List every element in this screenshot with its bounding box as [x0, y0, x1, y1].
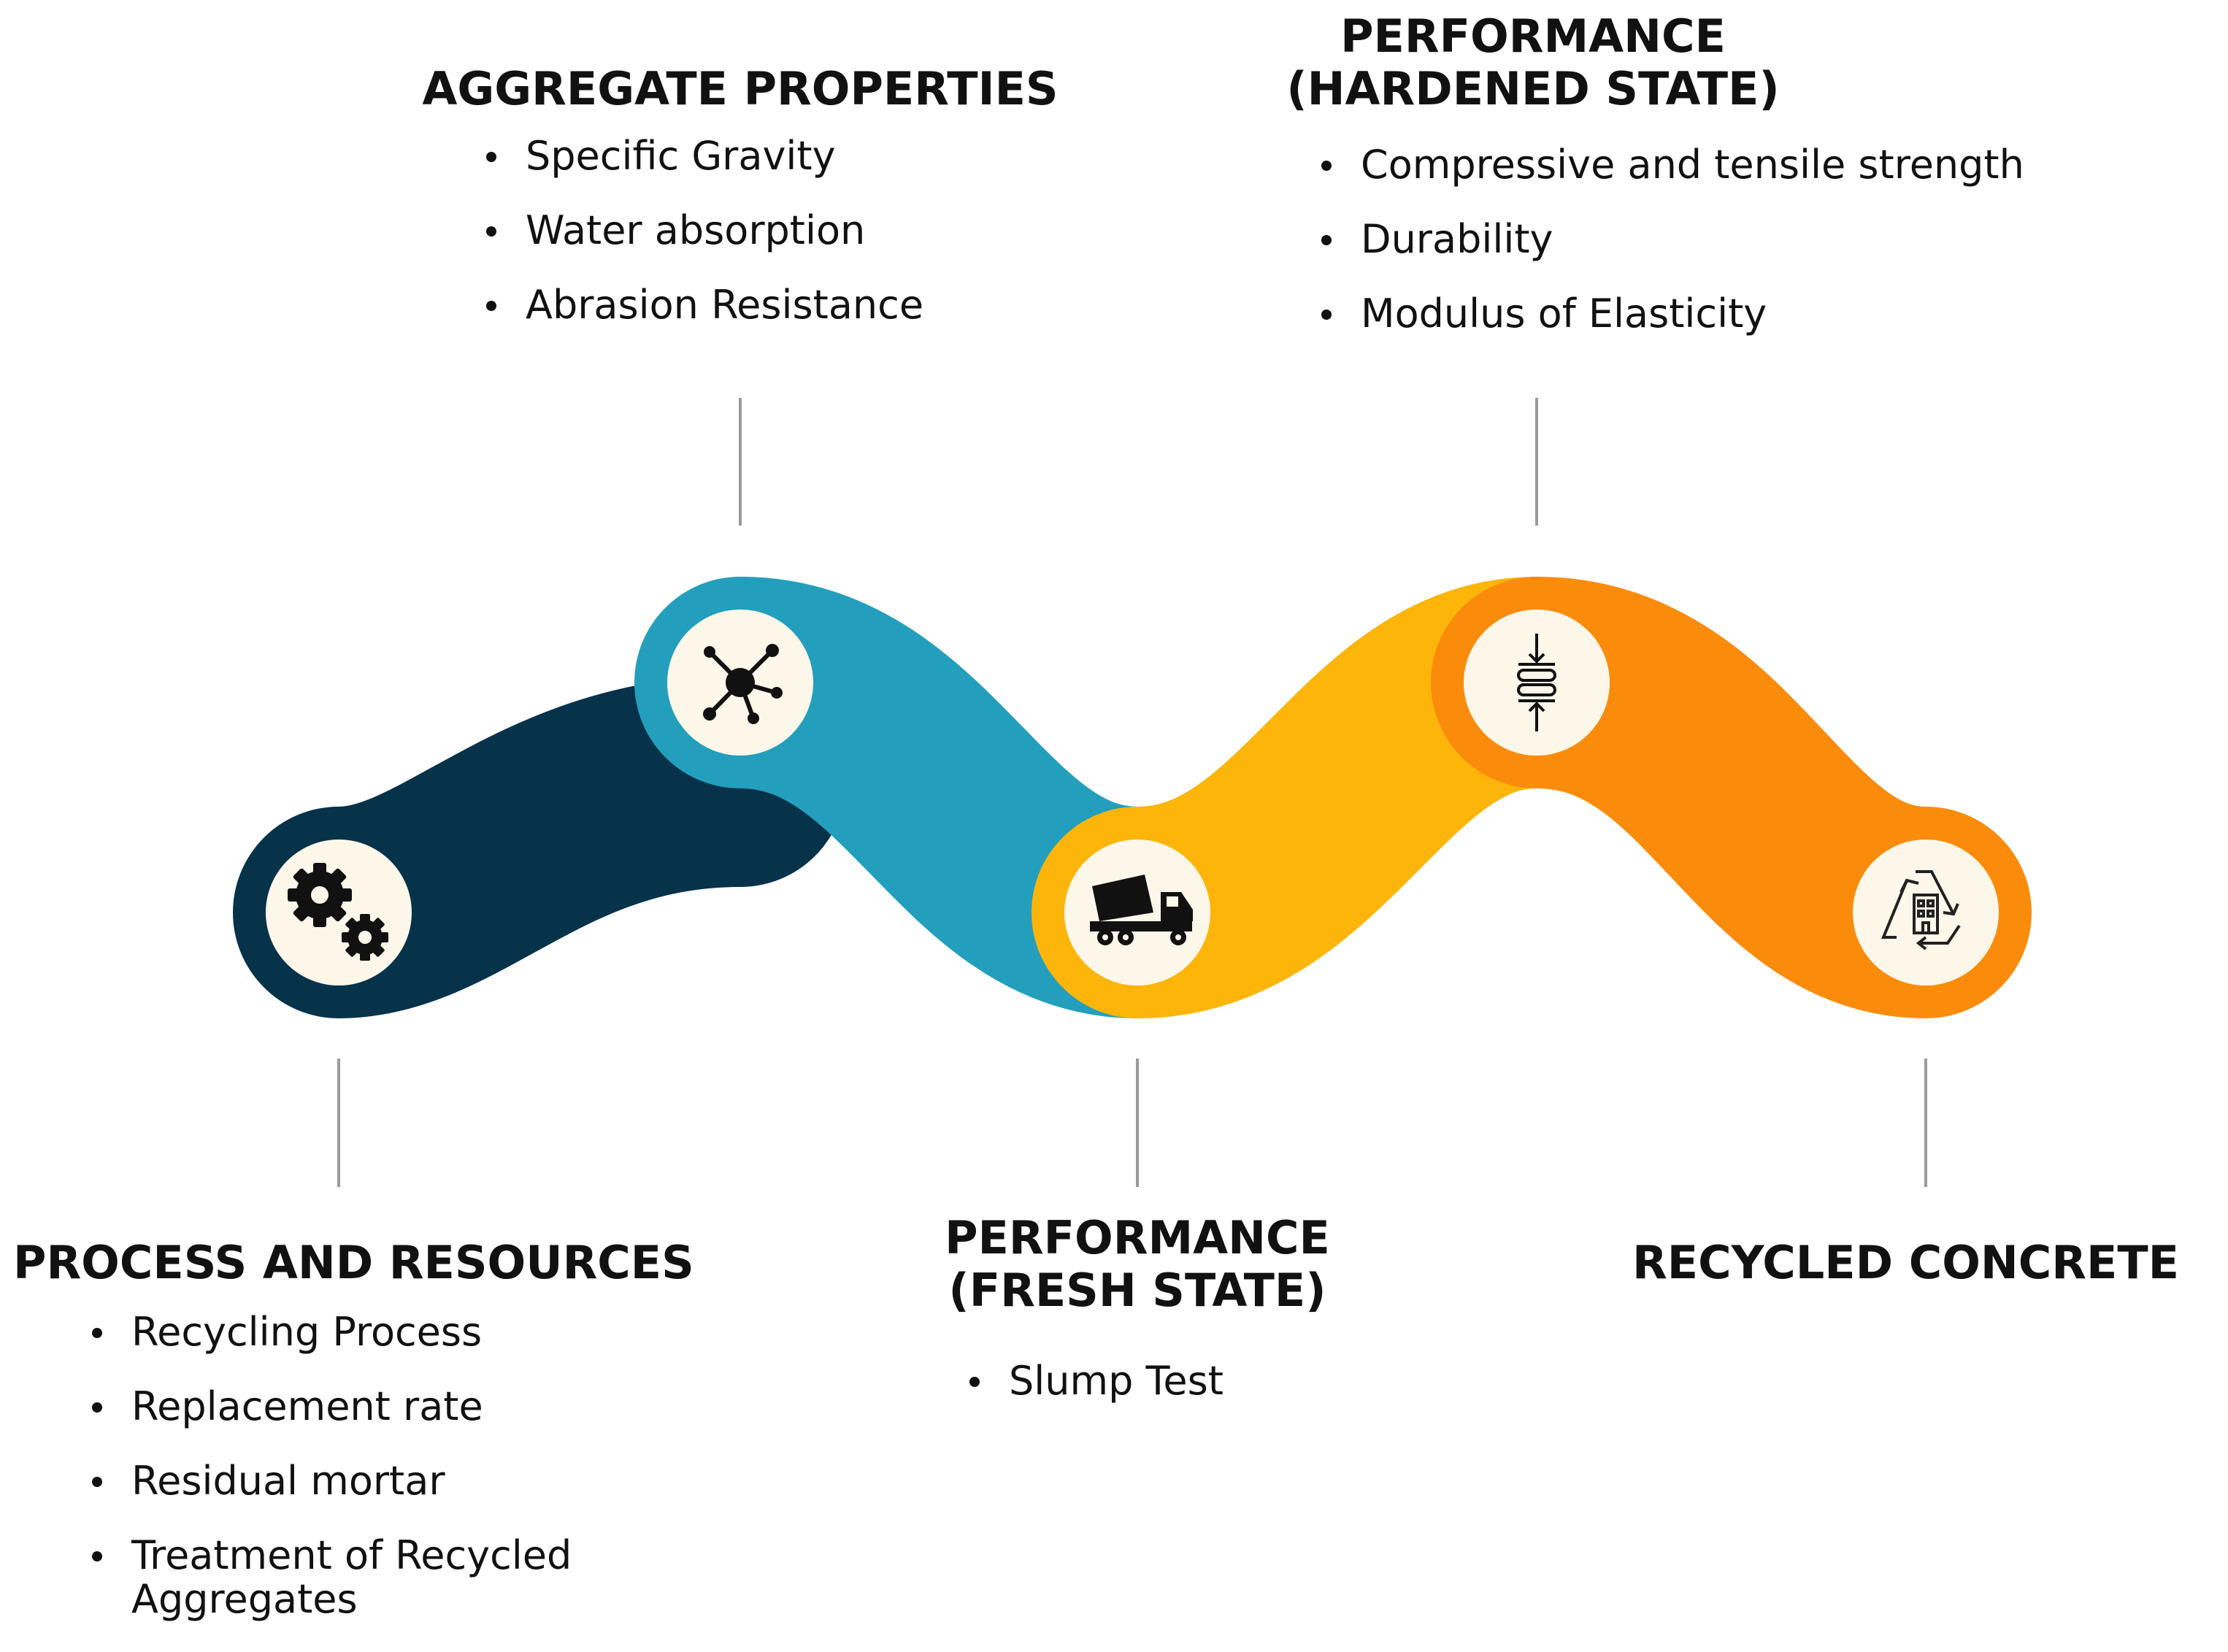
list-item: Recycling Process — [86, 1310, 635, 1354]
list-item: Slump Test — [964, 1359, 1224, 1403]
stage-title-line: (FRESH STATE) — [948, 1264, 1326, 1317]
stage-title-line: AGGREGATE PROPERTIES — [422, 62, 1059, 115]
gears-icon — [288, 863, 388, 961]
list-item: Modulus of Elasticity — [1315, 292, 2024, 336]
stage-title-line: (HARDENED STATE) — [1286, 62, 1780, 115]
icon-disc-stage-4 — [1464, 610, 1610, 756]
stage-title-performance-fresh: PERFORMANCE (FRESH STATE) — [845, 1212, 1429, 1317]
stage-title-line: PROCESS AND RESOURCES — [13, 1236, 694, 1289]
stage-title-recycled-concrete: RECYCLED CONCRETE — [1632, 1237, 2179, 1289]
stage-title-process-and-resources: PROCESS AND RESOURCES — [13, 1237, 694, 1289]
list-item: Compressive and tensile strength — [1315, 143, 2024, 187]
list-item: Abrasion Resistance — [480, 283, 923, 327]
concrete-mixer-truck-icon — [1090, 875, 1193, 945]
stage-title-line: PERFORMANCE — [1340, 9, 1726, 63]
stage-items-performance-fresh: Slump Test — [964, 1359, 1224, 1434]
molecule-network-icon — [703, 644, 783, 724]
stage-items-aggregate-properties: Specific Gravity Water absorption Abrasi… — [480, 134, 923, 358]
list-item: Residual mortar — [86, 1459, 635, 1503]
list-item: Durability — [1315, 218, 2024, 261]
list-item: Treatment of Recycled Aggregates — [86, 1534, 635, 1621]
stage-title-performance-hardened: PERFORMANCE (HARDENED STATE) — [1197, 10, 1869, 115]
list-item: Water absorption — [480, 209, 923, 253]
stage-title-line: PERFORMANCE — [945, 1211, 1330, 1264]
list-item: Specific Gravity — [480, 134, 923, 178]
list-item: Replacement rate — [86, 1385, 635, 1429]
stage-title-aggregate-properties: AGGREGATE PROPERTIES — [375, 63, 1105, 115]
recycled-building-icon — [1881, 870, 1961, 950]
stage-items-performance-hardened: Compressive and tensile strength Durabil… — [1315, 143, 2024, 366]
stage-title-line: RECYCLED CONCRETE — [1632, 1236, 2180, 1289]
icon-disc-stage-5 — [1853, 840, 1999, 986]
compression-test-icon — [1517, 634, 1556, 731]
stage-items-process-and-resources: Recycling Process Replacement rate Resid… — [86, 1310, 635, 1652]
